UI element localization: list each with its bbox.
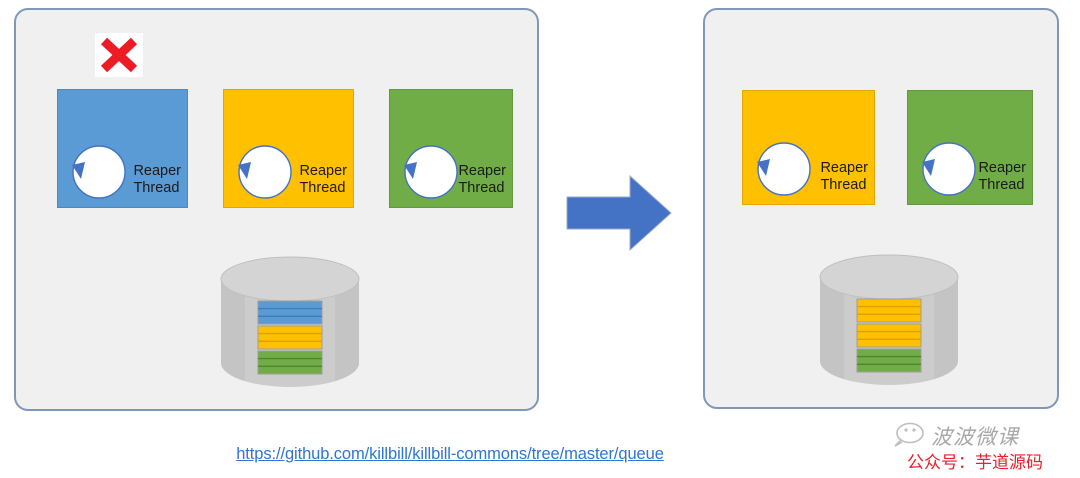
reaper-thread-box-yellow: Reaper Thread: [742, 90, 875, 205]
queue-block-yellow: [856, 323, 922, 348]
reaper-thread-label: Reaper Thread: [133, 162, 181, 196]
queue-block-blue: [257, 300, 323, 325]
thread-spinner-icon: [757, 142, 811, 196]
thread-spinner-icon: [238, 145, 292, 199]
after-state-panel: Reaper Thread Reaper Thread: [703, 8, 1059, 409]
queue-block-yellow: [257, 325, 323, 350]
queue-block-green: [856, 348, 922, 373]
database-cylinder-before: [220, 256, 360, 387]
reaper-thread-box-green: Reaper Thread: [907, 90, 1033, 205]
thread-spinner-icon: [404, 145, 458, 199]
watermark-account: 公众号：芋道源码: [907, 453, 1043, 472]
watermark: 波波微课 公众号：芋道源码: [893, 421, 1079, 477]
source-repository-link[interactable]: https://github.com/killbill/killbill-com…: [236, 445, 664, 463]
reaper-thread-label: Reaper Thread: [820, 159, 868, 193]
reaper-thread-label: Reaper Thread: [978, 159, 1026, 193]
x-icon: [100, 37, 138, 73]
thread-spinner-icon: [922, 142, 976, 196]
thread-spinner-icon: [72, 145, 126, 199]
reaper-thread-box-blue: Reaper Thread: [57, 89, 188, 208]
reaper-thread-box-green: Reaper Thread: [389, 89, 513, 208]
transition-arrow-icon: [566, 174, 672, 252]
reaper-thread-label: Reaper Thread: [458, 162, 506, 196]
reaper-thread-label: Reaper Thread: [299, 162, 347, 196]
before-state-panel: Reaper Thread Reaper Thread Reaper Threa…: [14, 8, 539, 411]
database-cylinder-after: [819, 254, 959, 385]
wechat-icon: [894, 422, 924, 447]
watermark-title: 波波微课: [931, 425, 1019, 449]
queue-block-green: [257, 350, 323, 375]
failure-x-marker: [95, 33, 143, 77]
queue-block-yellow: [856, 298, 922, 323]
reaper-thread-box-yellow: Reaper Thread: [223, 89, 354, 208]
